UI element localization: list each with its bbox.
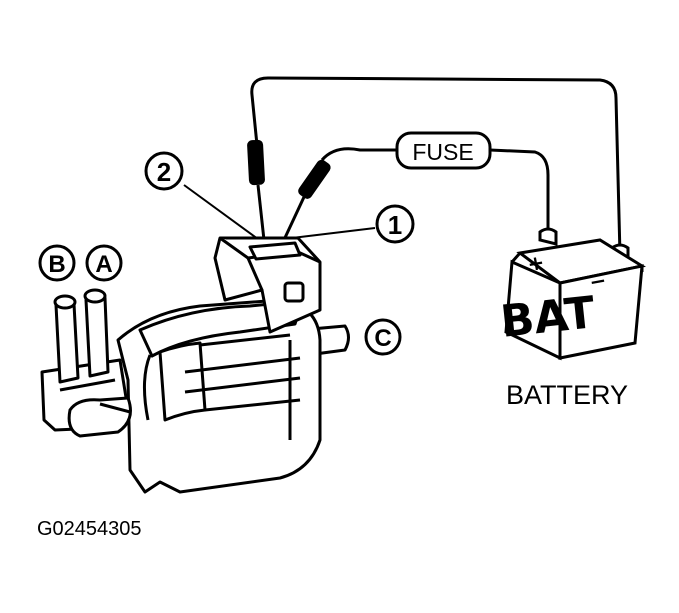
solenoid-valve <box>116 236 350 494</box>
terminal-1-number: 1 <box>388 210 402 240</box>
probe-terminal-2 <box>247 139 266 241</box>
probe-terminal-1 <box>281 159 331 243</box>
battery-caption: BATTERY <box>506 380 628 410</box>
svg-text:C: C <box>374 325 391 352</box>
battery-negative-sign: − <box>587 268 608 295</box>
port-a-label: A <box>85 244 123 282</box>
battery-body-label: BAT <box>498 287 597 348</box>
callout-terminal-2: 2 <box>144 151 263 243</box>
figure-id: G02454305 <box>37 518 142 540</box>
wire-fuse-to-positive <box>489 148 550 235</box>
port-c-label: C <box>364 318 402 356</box>
fuse: FUSE <box>395 131 492 170</box>
svg-text:B: B <box>48 251 65 278</box>
svg-text:A: A <box>95 251 112 278</box>
fuse-label: FUSE <box>412 139 473 165</box>
wire-to-fuse <box>320 147 398 162</box>
battery-positive-sign: + <box>525 250 546 277</box>
terminal-2-number: 2 <box>157 157 171 187</box>
vacuum-ports <box>40 288 132 438</box>
battery <box>504 227 646 361</box>
wire-to-negative <box>250 76 622 256</box>
callout-terminal-1: 1 <box>291 204 415 244</box>
battery-face: + − BAT <box>498 250 608 348</box>
port-b-label: B <box>38 244 76 282</box>
